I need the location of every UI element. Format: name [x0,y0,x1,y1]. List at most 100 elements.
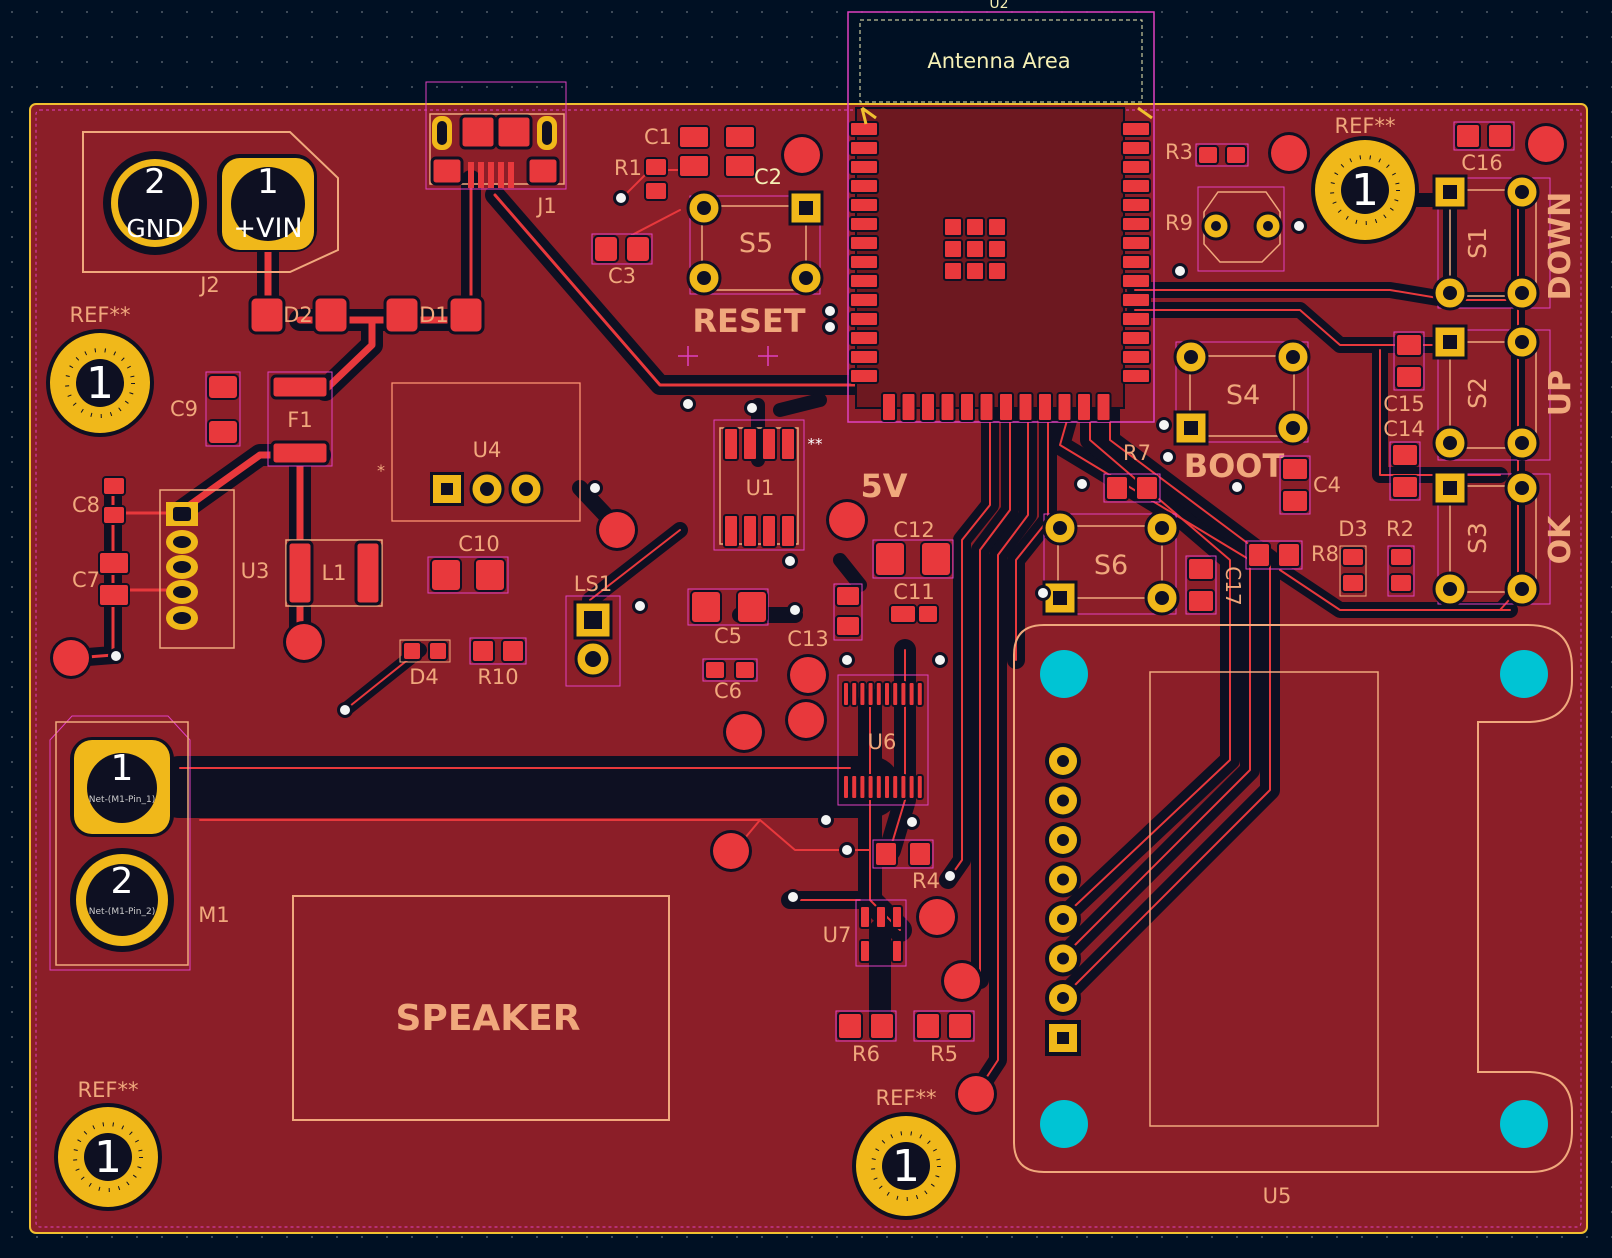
r6-resistor[interactable]: R6 [835,1010,897,1066]
u6-pins [842,681,924,800]
c14-capacitor[interactable]: C14 [1383,417,1425,501]
r10-resistor[interactable]: R10 [469,637,527,689]
d3-diode[interactable]: D3 [1338,517,1368,597]
u2-pad [849,216,879,232]
u1-ic[interactable]: U1 ** [713,419,823,551]
r8-resistor[interactable]: R8 [1245,540,1339,570]
u6-ic[interactable]: U6 [837,674,929,806]
c4-capacitor[interactable]: C4 [1279,455,1341,515]
u4-component[interactable]: U4 * [377,382,581,522]
u5-pin-hole [1057,992,1069,1004]
u2-pad [849,140,879,156]
u5-pin-hole [1057,873,1069,886]
c17-capacitor[interactable]: C17 [1185,555,1245,615]
c13-capacitor[interactable]: C13 [787,583,863,651]
r8-label: R8 [1311,542,1339,566]
u7-ic[interactable]: U7 [823,899,907,967]
u2-pad [849,330,879,346]
u6-label: U6 [868,730,897,754]
via [747,403,757,413]
r2-resistor[interactable]: R2 [1386,517,1415,597]
u2-thermal-pad [943,239,963,259]
c1-label: C1 [644,125,672,149]
c8-label: C8 [72,493,100,517]
l1-inductor[interactable]: L1 [285,539,383,607]
r5-label: R5 [930,1042,958,1066]
c16-capacitor[interactable]: C16 [1453,121,1515,175]
j1-usb-connector[interactable]: J1 [425,81,567,218]
u6-pin [850,774,859,800]
c6-capacitor[interactable]: C6 [702,658,758,703]
s2-up-switch[interactable]: S2 UP [1432,324,1578,461]
hole-number: 1 [94,1132,122,1183]
m1-motor-connector[interactable]: 1 Net-(M1-Pin_1) 2 Net-(M1-Pin_2) M1 [49,715,230,971]
u2-pad [920,392,936,422]
u3-regulator[interactable]: U3 [159,489,270,649]
c1-capacitor[interactable]: C1 [644,125,710,178]
c7-capacitor[interactable]: C7 [72,551,130,607]
via [1038,588,1048,598]
u6-pin [899,681,908,707]
f1-fuse[interactable]: F1 [267,371,333,467]
r4-resistor[interactable]: R4 [872,839,940,893]
s1-down-switch[interactable]: S1 DOWN [1432,174,1578,311]
u2-module[interactable]: Antenna Area U2 [847,0,1155,423]
c12-capacitor[interactable]: C12 [872,518,954,579]
c10-capacitor[interactable]: C10 [427,532,509,594]
via [635,601,645,611]
hole-number: 1 [1351,165,1379,216]
c3-capacitor[interactable]: C3 [591,233,653,288]
u5-pin-hole [1057,794,1069,807]
u2-right-pads [1121,121,1151,384]
r7-resistor[interactable]: R7 [1103,441,1161,503]
u5-display-module[interactable]: U5 [1013,624,1573,1208]
s6-switch[interactable]: S6 [1042,510,1180,616]
u5-pin-hole [1057,834,1069,846]
c4-label: C4 [1313,473,1341,497]
u3-label: U3 [241,559,270,583]
u2-pad [978,392,995,422]
u2-pad [849,292,879,308]
via [785,556,795,566]
u2-pad [1095,392,1112,422]
test-pad [790,657,826,693]
u2-reference: U2 [989,0,1008,12]
j2-pin1-number: 1 [257,162,279,202]
j2-connector[interactable]: 2 GND 1 +VIN J2 [82,131,339,297]
via [111,651,121,661]
s3-ok-switch[interactable]: S3 OK [1432,470,1578,607]
r3-resistor[interactable]: R3 [1165,140,1249,167]
c2-capacitor[interactable]: C2 [724,125,782,189]
s4-label: S4 [1226,380,1260,411]
u2-corner-marker [1137,106,1153,120]
c12-label: C12 [893,518,934,542]
d4-diode[interactable]: D4 [399,639,451,689]
c8-capacitor[interactable]: C8 [72,476,126,525]
m1-reference: M1 [198,903,229,927]
r9-potentiometer[interactable]: R9 [1165,186,1285,272]
u6-pin [850,681,859,707]
s4-boot-switch[interactable]: S4 BOOT [1173,339,1311,485]
c11-capacitor[interactable]: C11 [889,580,939,624]
ok-label: OK [1543,514,1578,565]
vias [108,190,1307,905]
test-pad [286,624,322,660]
u2-pad [1121,140,1151,156]
c9-capacitor[interactable]: C9 [170,371,241,447]
u2-pad [1076,392,1092,422]
c15-capacitor[interactable]: C15 [1383,331,1425,416]
r4-label: R4 [912,869,940,893]
test-pad [944,963,980,999]
d2-diode[interactable]: D2 [248,295,350,335]
r5-resistor[interactable]: R5 [913,1010,975,1066]
ls1-connector[interactable]: LS1 [565,572,621,687]
u2-pad [939,392,956,422]
c5-capacitor[interactable]: C5 [687,588,769,648]
u2-pad [1121,197,1151,213]
s5-reset-switch[interactable]: S5 RESET [686,190,824,340]
c11-label: C11 [893,580,934,604]
r1-resistor[interactable]: R1 [614,156,668,201]
via [790,605,800,615]
d1-diode[interactable]: D1 [383,295,485,335]
